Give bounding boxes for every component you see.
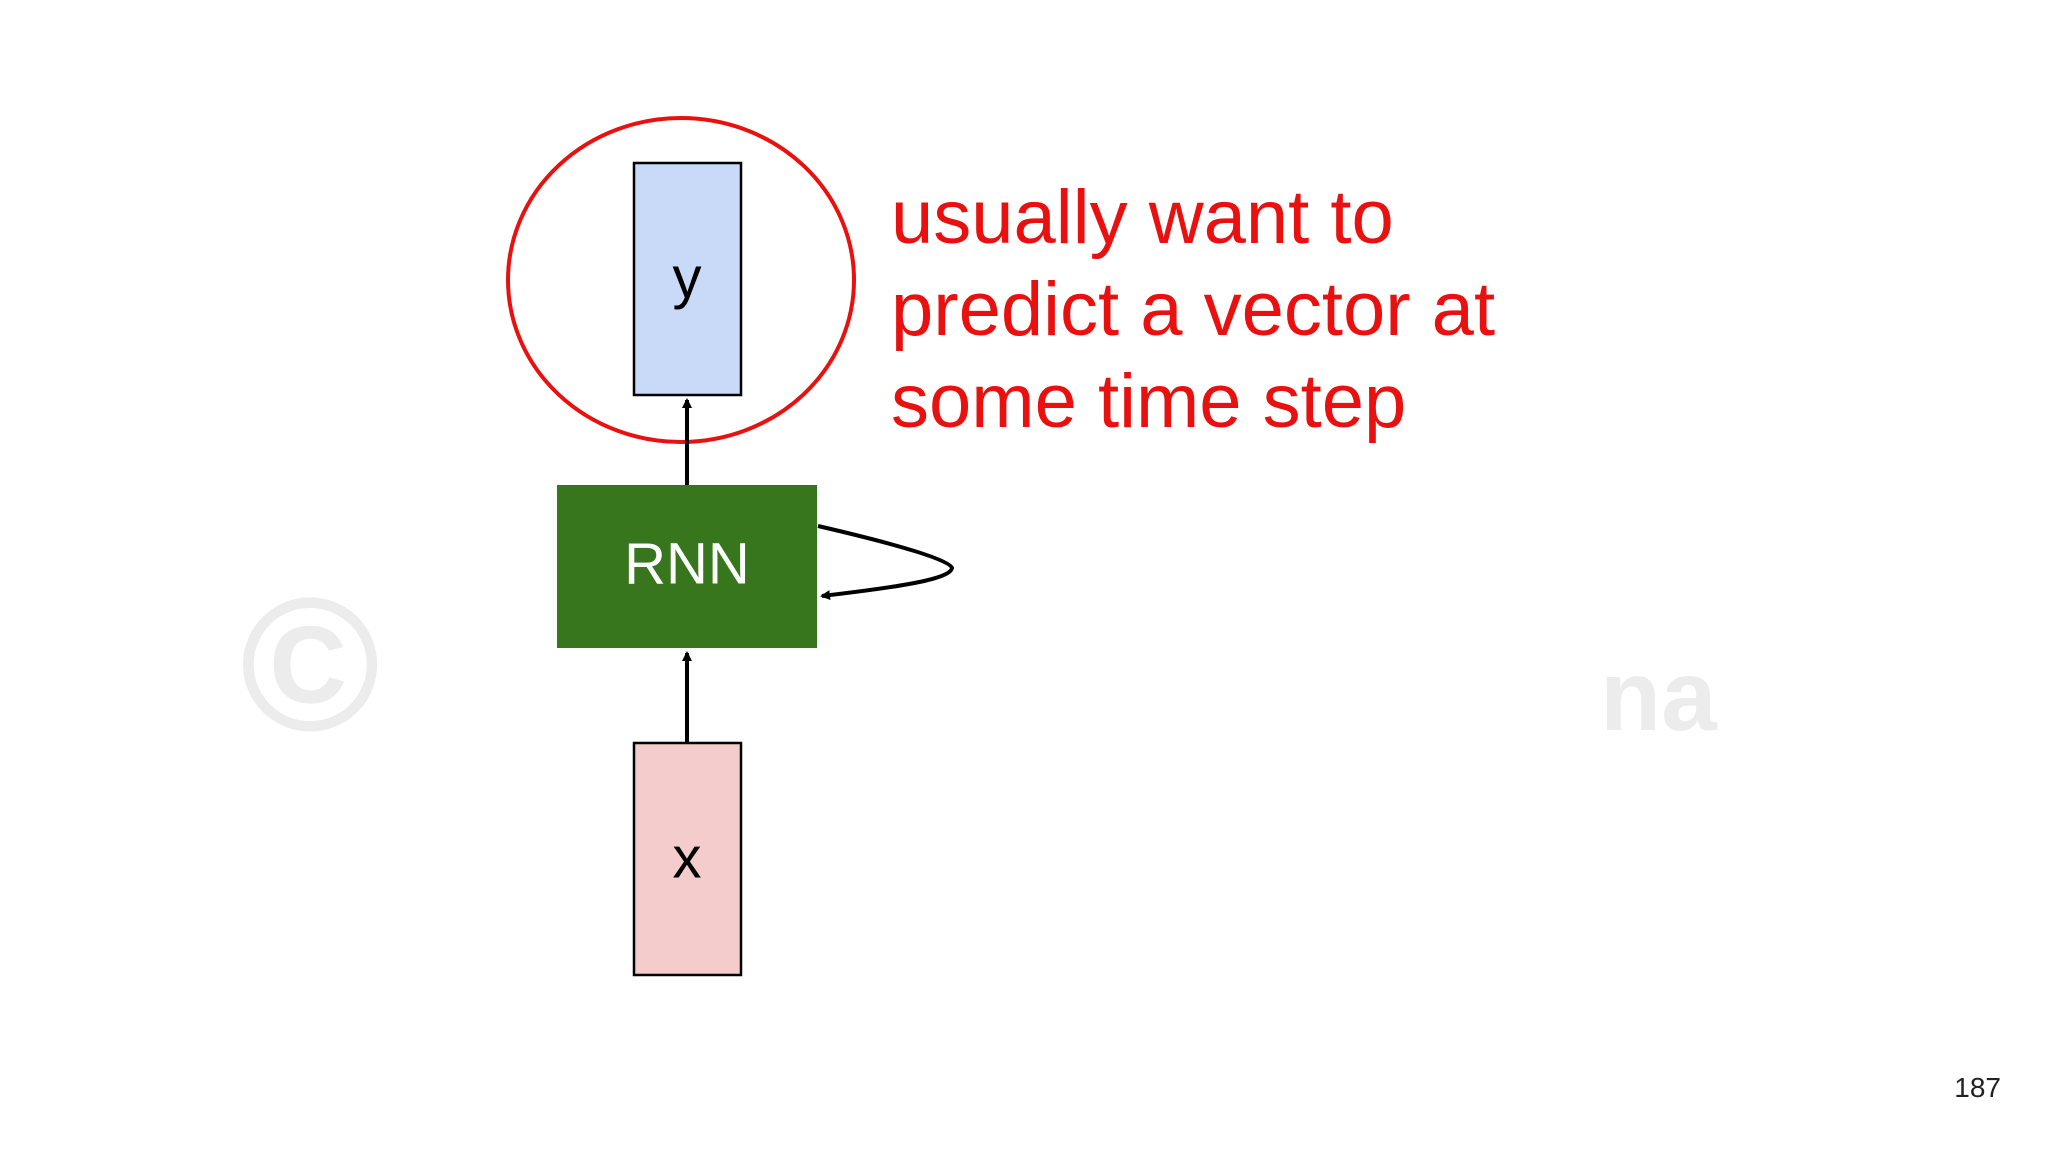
watermark-fragment: na xyxy=(1600,640,1718,752)
callout-line: some time step xyxy=(891,359,1407,444)
watermark-copyright: © xyxy=(240,559,380,771)
callout-line: predict a vector at xyxy=(891,267,1496,352)
input-box-label: x xyxy=(673,825,702,890)
rnn-self-loop-arrow xyxy=(817,524,955,601)
callout-text: usually want to predict a vector at some… xyxy=(891,172,1591,448)
output-box-label: y xyxy=(673,245,702,310)
output-box-y xyxy=(632,161,743,397)
rnn-box xyxy=(557,485,817,648)
page-number: 187 xyxy=(1954,1072,2001,1103)
rnn-box-label: RNN xyxy=(624,531,750,596)
callout-line: usually want to xyxy=(891,175,1394,260)
highlight-circle xyxy=(506,116,856,444)
